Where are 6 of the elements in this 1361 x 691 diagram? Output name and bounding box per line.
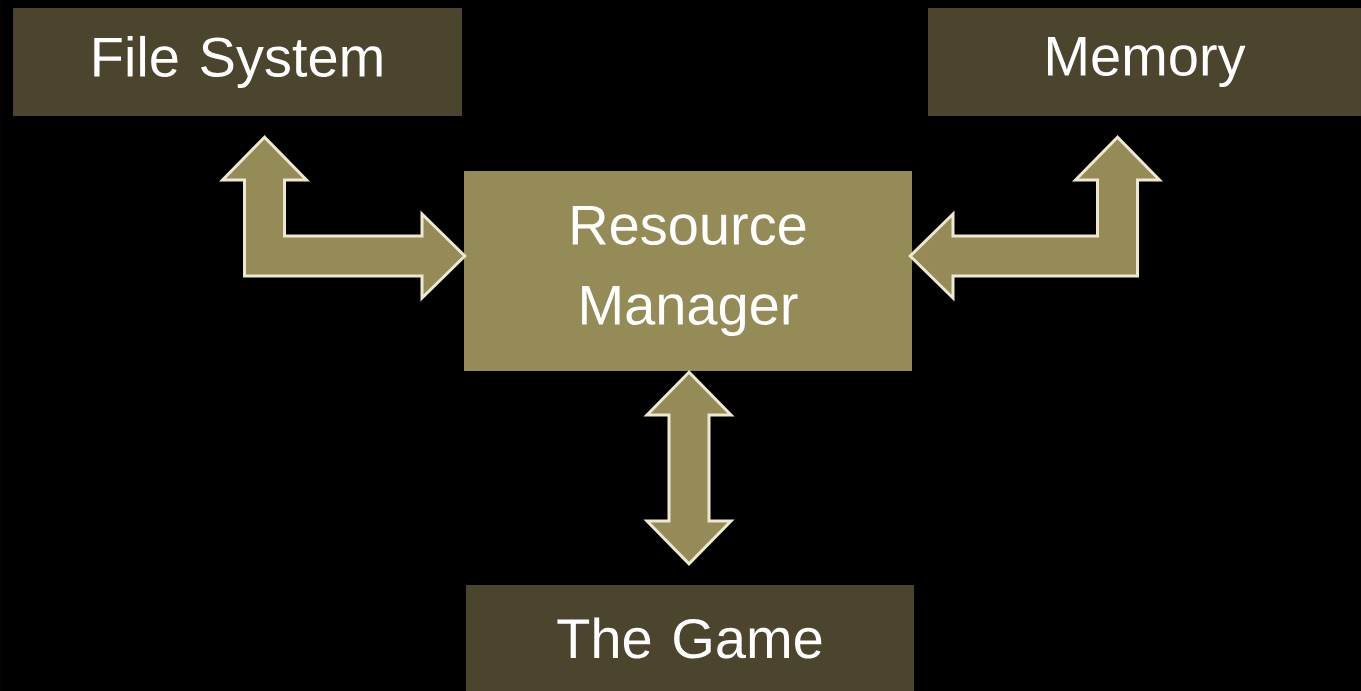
process-box: The Game — [466, 585, 914, 691]
process-box: Memory — [928, 8, 1361, 116]
process-box: Resource Manager — [464, 171, 912, 371]
process-box: File System — [13, 8, 462, 116]
double-arrow — [643, 370, 735, 566]
double-arrow — [218, 135, 467, 302]
